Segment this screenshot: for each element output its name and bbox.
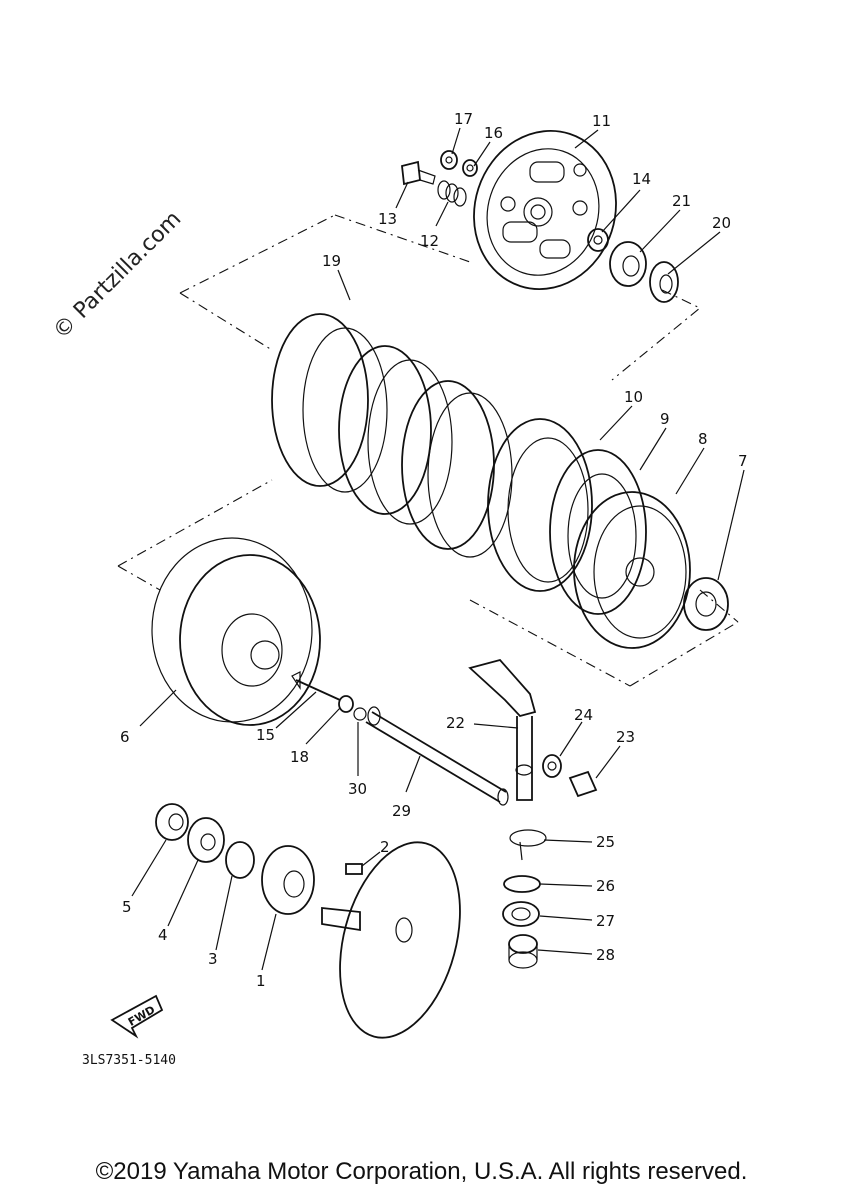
washer-part-16[interactable] [462,159,478,177]
bearing-part-28[interactable] [508,934,538,969]
spring-part-12[interactable] [437,180,467,207]
label-21: 21 [672,192,691,210]
spring-part-25[interactable] [509,829,547,861]
thrust-washer-part-7[interactable] [683,577,729,631]
label-28: 28 [596,946,615,964]
clutch-plates-part-19[interactable] [271,313,513,558]
circlip-part-26[interactable] [503,875,541,893]
label-22: 22 [446,714,465,732]
label-27: 27 [596,912,615,930]
push-rod-part-15[interactable] [291,671,341,701]
primary-driven-gear-part-8[interactable] [573,491,691,649]
label-1: 1 [256,972,266,990]
clutch-housing-part-6[interactable] [151,537,321,726]
label-30: 30 [348,780,367,798]
friction-plate-part-10[interactable] [487,418,593,592]
label-8: 8 [698,430,708,448]
label-10: 10 [624,388,643,406]
bolt-part-14[interactable] [587,228,609,252]
label-20: 20 [712,214,731,232]
push-lever-shaft-part-29[interactable] [365,706,509,806]
label-7: 7 [738,452,748,470]
label-24: 24 [574,706,593,724]
lock-washer-part-4[interactable] [187,817,225,863]
fwd-arrow-icon: FWD [110,994,164,1039]
label-5: 5 [122,898,132,916]
label-19: 19 [322,252,341,270]
circlip-part-3[interactable] [225,841,255,879]
copyright-notice: ©2019 Yamaha Motor Corporation, U.S.A. A… [95,1158,748,1185]
leader-lines [131,127,745,971]
nut-part-17[interactable] [440,150,458,170]
label-16: 16 [484,124,503,142]
crankshaft-flywheel [321,841,461,1039]
label-23: 23 [616,728,635,746]
label-26: 26 [596,877,615,895]
label-15: 15 [256,726,275,744]
primary-drive-gear-part-1[interactable] [261,845,315,915]
washer-part-24[interactable] [542,754,562,778]
lock-washer-part-20[interactable] [649,261,679,303]
part-code: 3LS7351-5140 [82,1053,176,1068]
label-18: 18 [290,748,309,766]
label-12: 12 [420,232,439,250]
fwd-label: FWD [126,1003,157,1029]
label-29: 29 [392,802,411,820]
alignment-guides [117,214,739,687]
collar-part-18[interactable] [338,695,354,713]
push-lever-part-22[interactable] [468,658,537,801]
label-14: 14 [632,170,651,188]
label-11: 11 [592,112,611,130]
label-25: 25 [596,833,615,851]
label-4: 4 [158,926,168,944]
pressure-plate-part-11[interactable] [454,112,637,307]
ball-part-30[interactable] [353,707,367,721]
bolt-part-23[interactable] [568,770,598,798]
label-3: 3 [208,950,218,968]
label-13: 13 [378,210,397,228]
label-6: 6 [120,728,130,746]
clutch-boss-part-9[interactable] [549,449,647,615]
bolt-part-13[interactable] [401,160,436,186]
key-part-2[interactable] [345,863,363,875]
label-17: 17 [454,110,473,128]
oil-seal-part-27[interactable] [502,901,540,927]
label-9: 9 [660,410,670,428]
nut-part-5[interactable] [155,803,189,841]
nut-part-21[interactable] [609,241,647,287]
watermark-text: © Partzilla.com [49,207,187,345]
part-labels: 17 16 11 14 21 20 13 12 19 10 9 8 7 6 15… [120,110,748,990]
label-2: 2 [380,838,390,856]
